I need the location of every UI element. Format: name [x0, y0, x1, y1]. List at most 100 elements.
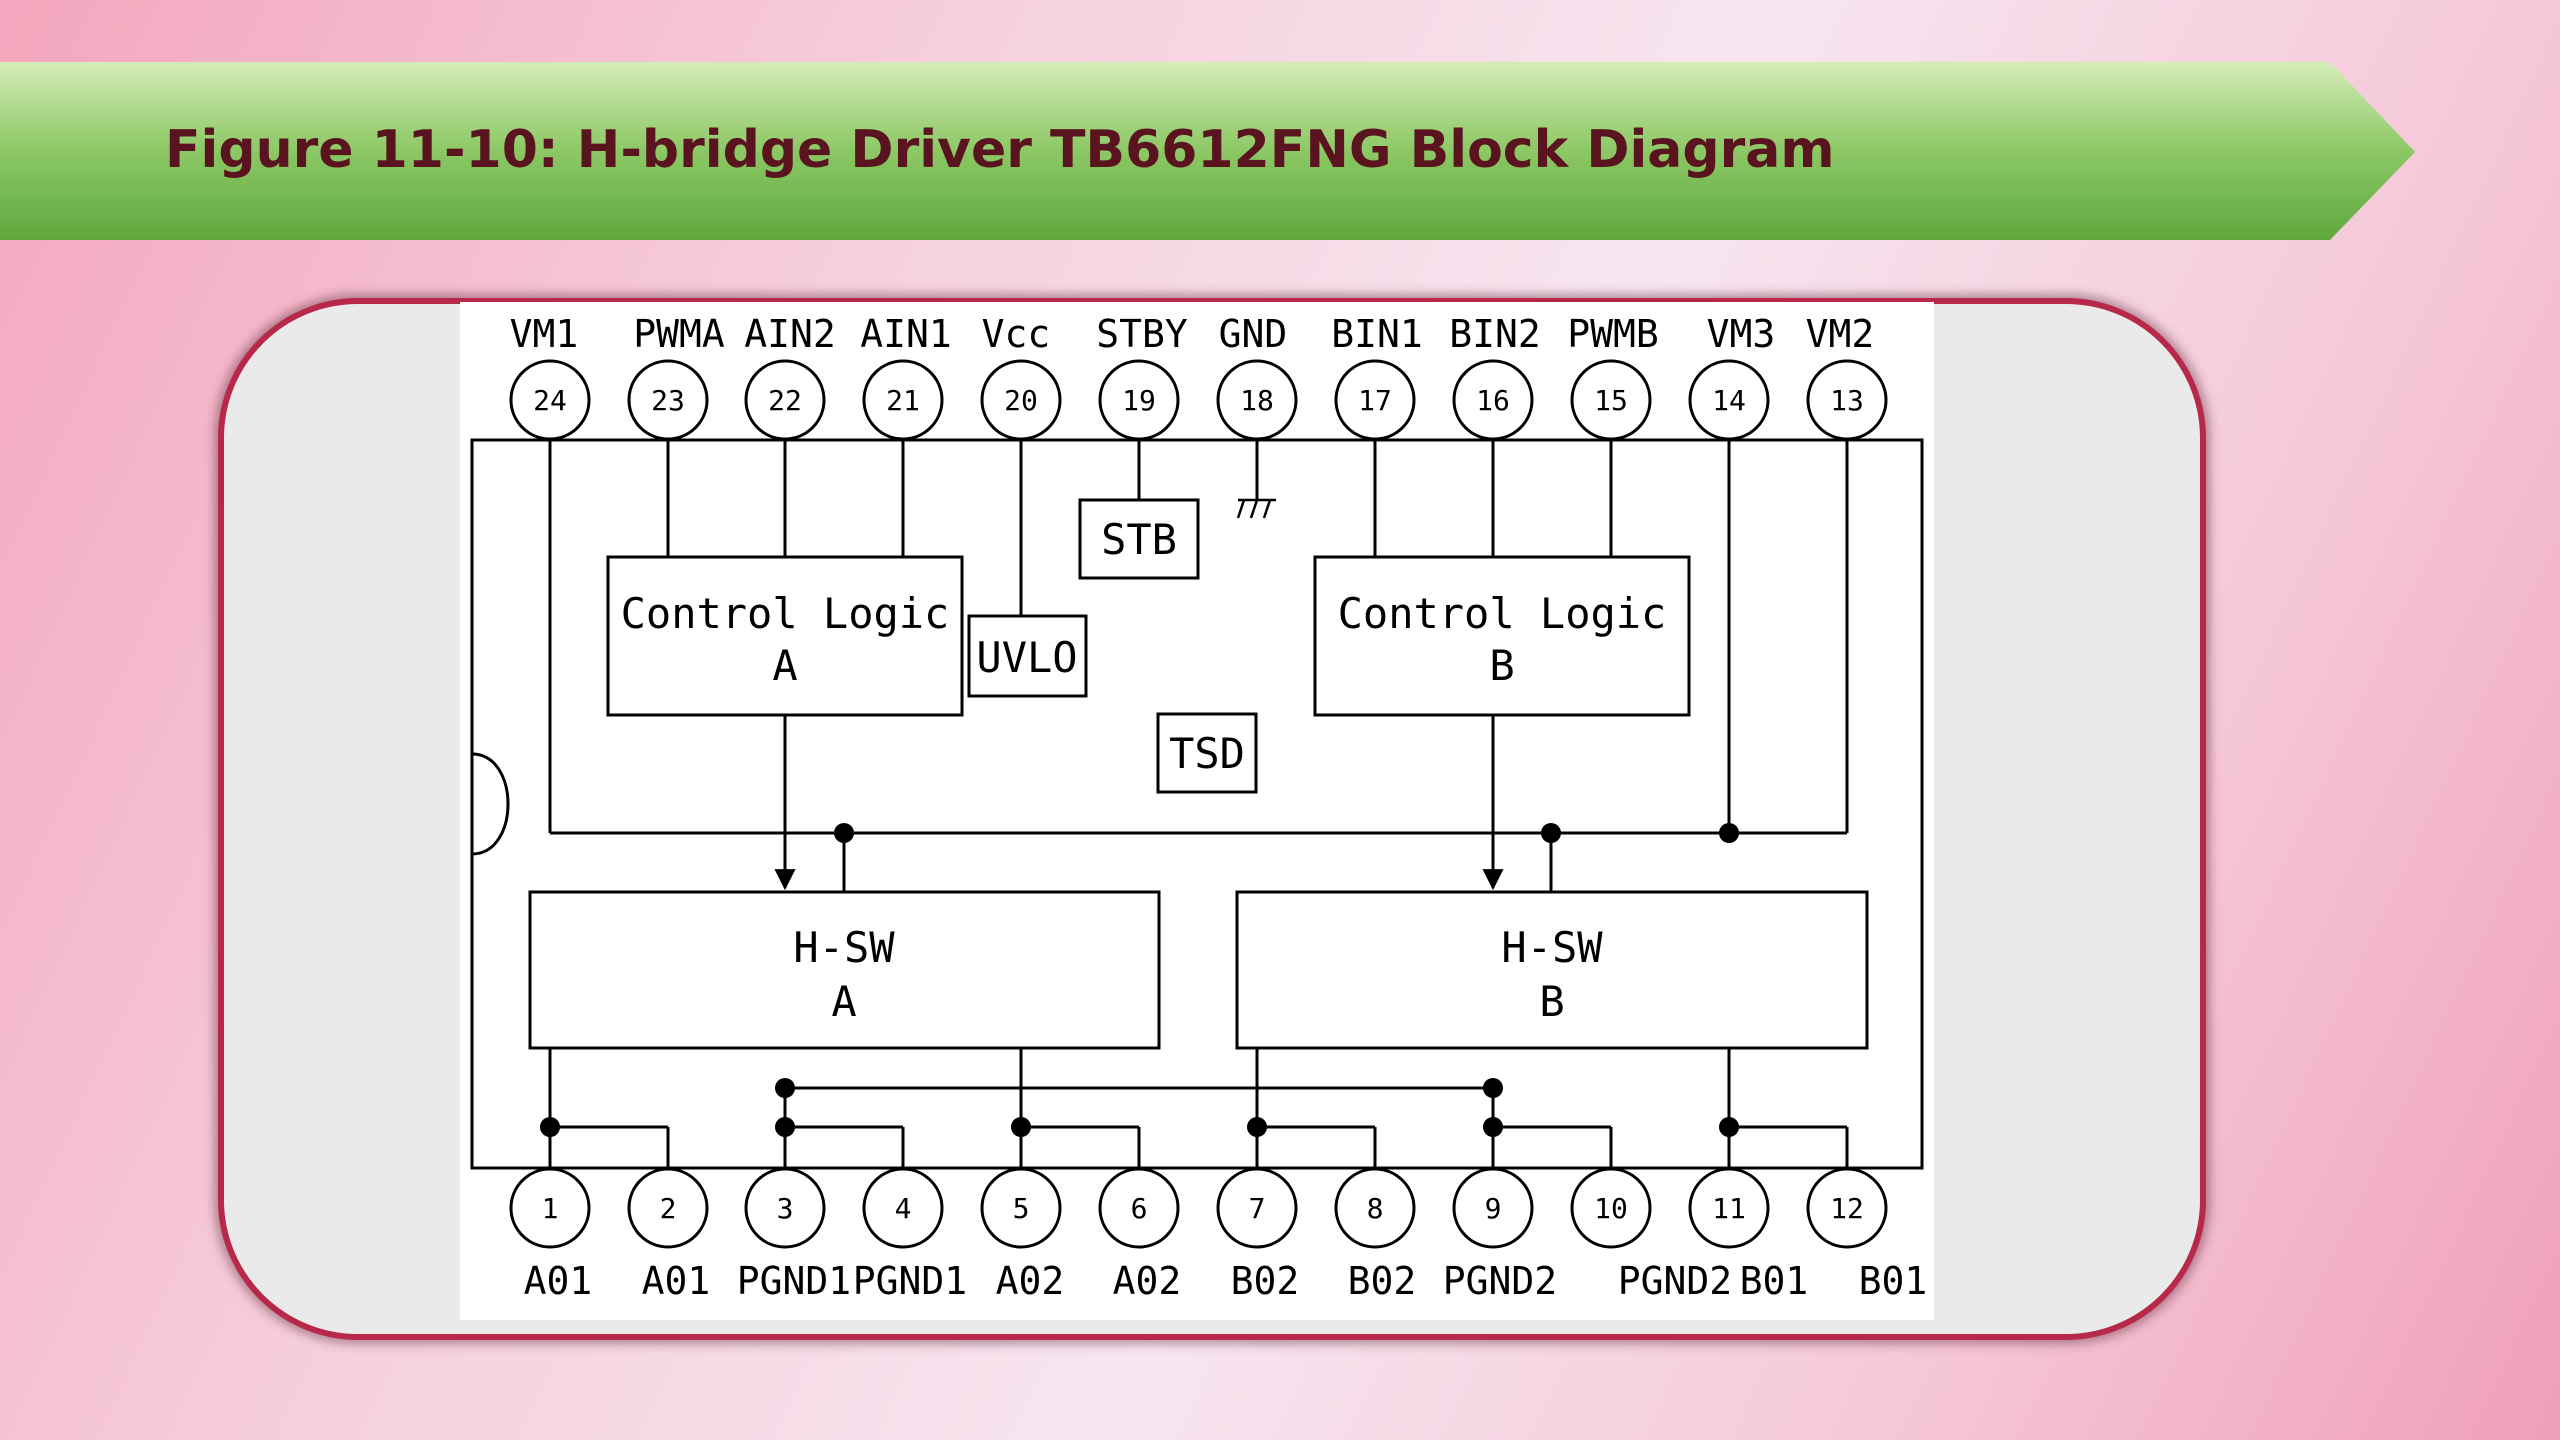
tsd-block: [1156, 712, 1258, 794]
svg-text:7: 7: [1249, 1192, 1266, 1225]
top-pin-wires: [548, 440, 1849, 833]
svg-text:16: 16: [1476, 384, 1510, 417]
chip-outline: [470, 438, 1924, 1170]
svg-text:13: 13: [1830, 384, 1864, 417]
svg-text:17: 17: [1358, 384, 1392, 417]
uvlo-block: [967, 614, 1088, 698]
svg-text:PGND2: PGND2: [1443, 1259, 1557, 1303]
svg-text:A02: A02: [996, 1259, 1065, 1303]
svg-text:5: 5: [1013, 1192, 1030, 1225]
svg-text:AIN2: AIN2: [744, 312, 836, 356]
pin-17: 17 BIN1: [1331, 312, 1423, 441]
svg-text:1: 1: [542, 1192, 559, 1225]
svg-text:B02: B02: [1231, 1259, 1300, 1303]
svg-text:24: 24: [533, 384, 567, 417]
pin-18: 18 GND: [1216, 312, 1298, 441]
svg-text:23: 23: [651, 384, 685, 417]
svg-text:PGND2: PGND2: [1618, 1259, 1732, 1303]
control-logic-a-label: Control Logic: [621, 589, 950, 638]
svg-text:PWMB: PWMB: [1567, 312, 1659, 356]
svg-text:10: 10: [1594, 1192, 1628, 1225]
control-logic-b-letter: B: [1489, 641, 1514, 690]
pin-20: 20 Vcc: [980, 312, 1062, 441]
svg-text:VM1: VM1: [510, 312, 579, 356]
diagram-background: [460, 302, 1934, 1320]
svg-text:18: 18: [1240, 384, 1274, 417]
svg-text:2: 2: [660, 1192, 677, 1225]
svg-text:B02: B02: [1348, 1259, 1417, 1303]
pin-21: 21 AIN1: [860, 312, 952, 441]
svg-text:AIN1: AIN1: [860, 312, 952, 356]
pin-23: 23 PWMA: [627, 312, 725, 441]
svg-text:GND: GND: [1219, 312, 1288, 356]
svg-text:9: 9: [1485, 1192, 1502, 1225]
control-logic-a-block: [606, 555, 964, 717]
svg-text:BIN2: BIN2: [1449, 312, 1541, 356]
chip-notch: [471, 752, 510, 856]
control-logic-b-block: [1313, 555, 1691, 717]
page-title: Figure 11-10: H-bridge Driver TB6612FNG …: [165, 120, 1835, 180]
svg-text:STBY: STBY: [1096, 312, 1188, 356]
svg-text:19: 19: [1122, 384, 1156, 417]
pin-15: 15 PWMB: [1567, 312, 1659, 441]
tsd-label: TSD: [1169, 729, 1245, 778]
svg-text:Vcc: Vcc: [982, 312, 1051, 356]
stb-block: [1078, 498, 1200, 580]
svg-text:4: 4: [895, 1192, 912, 1225]
svg-text:21: 21: [886, 384, 920, 417]
hsw-b-block: [1235, 890, 1869, 1050]
svg-text:3: 3: [777, 1192, 794, 1225]
svg-text:15: 15: [1594, 384, 1628, 417]
hsw-b-letter: B: [1539, 977, 1564, 1026]
pin-22: 22 AIN2: [744, 312, 836, 441]
svg-text:22: 22: [768, 384, 802, 417]
svg-text:B01: B01: [1740, 1259, 1809, 1303]
pin-10: 10: [1570, 1167, 1652, 1249]
control-logic-a-letter: A: [772, 641, 797, 690]
svg-text:A02: A02: [1113, 1259, 1182, 1303]
svg-text:20: 20: [1004, 384, 1038, 417]
svg-text:11: 11: [1712, 1192, 1746, 1225]
pin-16: 16 BIN2: [1449, 312, 1541, 441]
svg-text:A01: A01: [642, 1259, 711, 1303]
svg-text:BIN1: BIN1: [1331, 312, 1423, 356]
pin-12-label: B01: [1859, 1259, 1928, 1303]
vm-power-bus: [550, 831, 1847, 892]
svg-text:PWMA: PWMA: [633, 312, 725, 356]
junction-dots: [540, 823, 1739, 1137]
stb-label: STB: [1101, 515, 1177, 564]
uvlo-label: UVLO: [976, 633, 1077, 682]
hsw-a-block: [528, 890, 1161, 1050]
pin-19: 19 STBY: [1096, 312, 1188, 441]
hsw-a-label: H-SW: [793, 923, 895, 972]
hsw-a-letter: A: [831, 977, 856, 1026]
control-logic-b-label: Control Logic: [1338, 589, 1667, 638]
hsw-b-label: H-SW: [1501, 923, 1603, 972]
svg-text:PGND1: PGND1: [853, 1259, 967, 1303]
svg-text:12: 12: [1830, 1192, 1864, 1225]
bottom-pin-wires: [548, 1048, 1849, 1168]
pin-24: 24 VM1: [509, 312, 591, 441]
svg-text:VM3: VM3: [1707, 312, 1776, 356]
title-banner: [0, 62, 2415, 240]
svg-text:PGND1: PGND1: [737, 1259, 851, 1303]
svg-text:8: 8: [1367, 1192, 1384, 1225]
block-diagram: Control Logic A Control Logic B UVLO STB…: [470, 312, 1928, 1303]
ground-symbol: [1236, 498, 1276, 519]
svg-text:6: 6: [1131, 1192, 1148, 1225]
